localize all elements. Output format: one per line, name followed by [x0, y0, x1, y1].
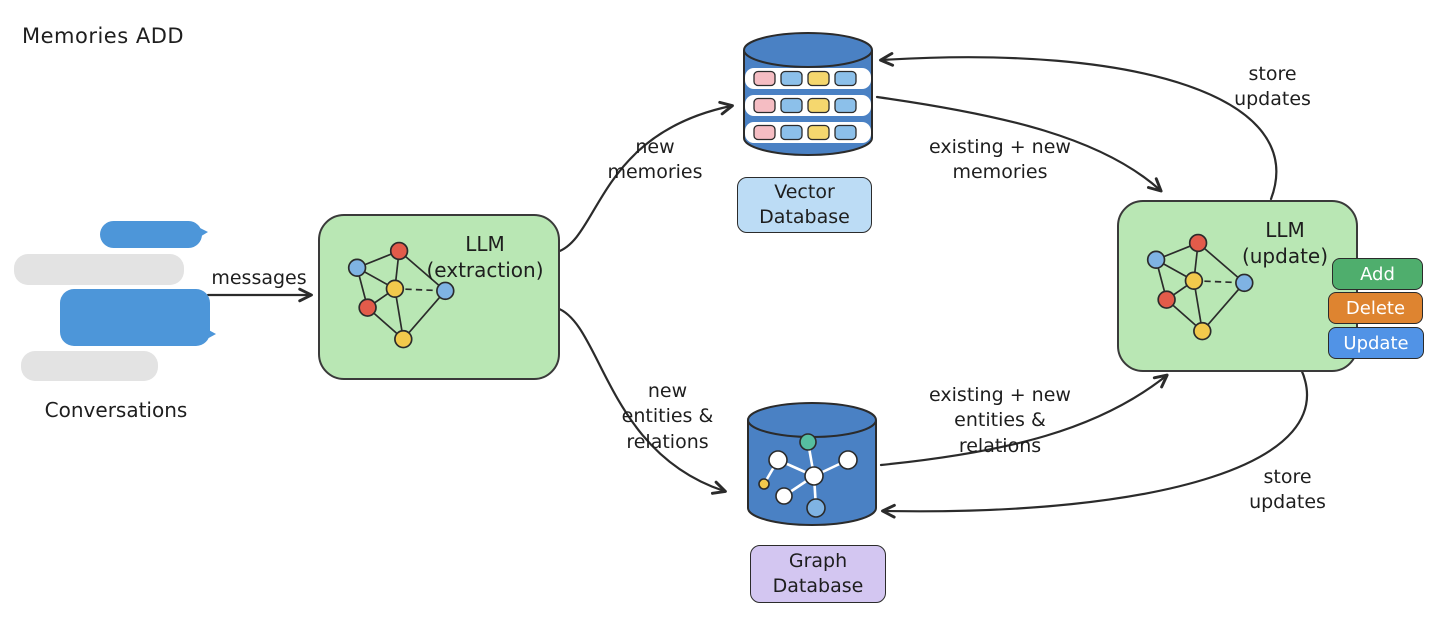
llm-update-label: LLM (update): [1241, 218, 1329, 268]
neural-network-icon: [1146, 233, 1254, 341]
edge-label-new-memories: new memories: [607, 136, 703, 184]
edge-label-messages: messages: [211, 267, 307, 289]
chat-bubble-gray-2: [21, 351, 158, 381]
llm-extraction-node: LLM (extraction): [318, 214, 560, 380]
diagram-title: Memories ADD: [22, 24, 185, 48]
llm-update-node: LLM (update): [1117, 200, 1358, 372]
conversations-label: Conversations: [44, 398, 188, 422]
chat-bubble-gray-1: [14, 254, 184, 285]
edge-label-existing-new-entities-relations: existing + new entities & relations: [929, 384, 1071, 457]
vector-database-label: Vector Database: [737, 177, 872, 233]
llm-extraction-label: LLM (extraction): [426, 232, 544, 282]
chat-bubble-blue-1: [100, 221, 208, 248]
chat-bubble-blue-2: [60, 289, 216, 346]
edge-label-store-updates-bottom: store updates: [1249, 466, 1326, 514]
vector-database-icon: [743, 32, 873, 156]
edge-label-store-updates-top: store updates: [1234, 63, 1311, 111]
neural-network-icon: [347, 241, 455, 349]
graph-database-icon: [747, 402, 877, 526]
edge-label-new-entities-relations: new entities & relations: [621, 380, 714, 453]
edge-label-existing-new-memories: existing + new memories: [929, 136, 1071, 184]
graph-database-label: Graph Database: [750, 545, 886, 603]
delete-action-badge: Delete: [1328, 292, 1423, 324]
update-action-badge: Update: [1328, 327, 1424, 359]
add-action-badge: Add: [1332, 258, 1423, 290]
